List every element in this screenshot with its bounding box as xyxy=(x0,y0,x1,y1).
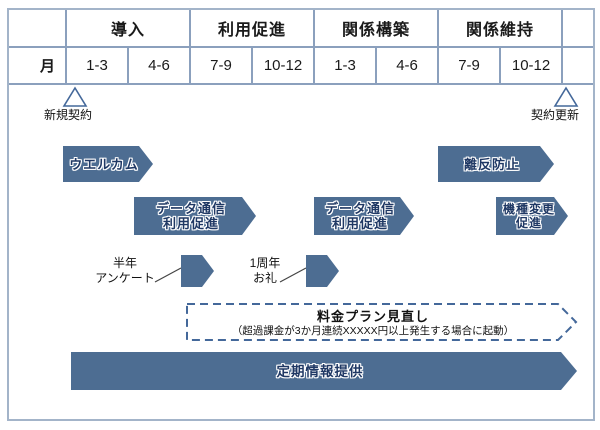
month-cell-1: 1-3 xyxy=(65,46,129,85)
diagram-frame: 導入 利用促進 関係構築 関係維持 月 1-3 4-6 7-9 10-12 1-… xyxy=(7,8,595,421)
price-plan-review-condition: （超過課金が3か月連続XXXXX円以上発生する場合に起動） xyxy=(231,325,515,337)
device-change-arrow-line1: 機種変更 xyxy=(502,202,555,216)
contract-renewal-label: 契約更新 xyxy=(530,108,579,122)
anniversary-label-line2: お礼 xyxy=(252,271,277,285)
phase-cell-build: 関係構築 xyxy=(313,10,440,48)
welcome-arrow: ウエルカム xyxy=(63,146,153,182)
churn-prevention-arrow-label: 離反防止 xyxy=(463,156,520,172)
data-promo-arrow-2: データ通信 利用促進 xyxy=(314,197,414,235)
corner-cell xyxy=(9,10,67,48)
anniversary-marker xyxy=(306,255,339,287)
month-cell-4: 10-12 xyxy=(251,46,316,85)
month-cell-3: 7-9 xyxy=(189,46,254,85)
month-cell-8: 10-12 xyxy=(499,46,564,85)
anniversary-label: 1周年 お礼 xyxy=(235,256,295,286)
anniversary-label-line1: 1周年 xyxy=(249,256,281,270)
device-change-arrow: 機種変更 促進 xyxy=(496,197,568,235)
half-year-survey-label-line2: アンケート xyxy=(95,271,155,285)
data-promo-arrow-1-line1: データ通信 xyxy=(155,201,226,216)
anniversary-callout-line xyxy=(279,267,307,283)
half-year-survey-marker xyxy=(181,255,214,287)
welcome-arrow-label: ウエルカム xyxy=(69,156,139,172)
half-year-survey-label: 半年 アンケート xyxy=(89,256,161,286)
half-year-survey-label-line1: 半年 xyxy=(112,256,137,270)
month-cell-empty xyxy=(561,46,594,85)
data-promo-arrow-2-line2: 利用促進 xyxy=(331,216,388,231)
price-plan-review-dashed-arrow: 料金プラン見直し （超過課金が3か月連続XXXXX円以上発生する場合に起動） xyxy=(186,302,578,342)
half-year-survey-callout-line xyxy=(154,267,182,283)
month-cell-5: 1-3 xyxy=(313,46,378,85)
phase-cell-intro: 導入 xyxy=(64,10,192,48)
price-plan-review-title: 料金プラン見直し xyxy=(316,309,429,324)
phase-cell-usage: 利用促進 xyxy=(189,10,316,48)
timeline-area: 新規契約 契約更新 ウエルカム 離反防止 データ通信 利用促進 データ通信 利用… xyxy=(9,85,593,417)
month-row-label: 月 xyxy=(9,46,67,85)
phase-month-table: 導入 利用促進 関係構築 関係維持 月 1-3 4-6 7-9 10-12 1-… xyxy=(9,10,594,85)
dashed-arrow-outline xyxy=(186,303,578,341)
month-cell-6: 4-6 xyxy=(375,46,440,85)
data-promo-arrow-2-line1: データ通信 xyxy=(324,201,395,216)
churn-prevention-arrow: 離反防止 xyxy=(438,146,554,182)
corner-cell-right xyxy=(561,10,594,48)
data-promo-arrow-1: データ通信 利用促進 xyxy=(134,197,256,235)
month-cell-2: 4-6 xyxy=(126,46,192,85)
data-promo-arrow-1-line2: 利用促進 xyxy=(162,216,219,231)
periodic-info-arrow-label: 定期情報提供 xyxy=(276,363,364,379)
periodic-info-arrow: 定期情報提供 xyxy=(71,352,577,390)
phase-cell-maintain: 関係維持 xyxy=(437,10,564,48)
month-row: 月 1-3 4-6 7-9 10-12 1-3 4-6 7-9 10-12 xyxy=(9,46,594,85)
device-change-arrow-line2: 促進 xyxy=(515,216,542,230)
phase-row: 導入 利用促進 関係構築 関係維持 xyxy=(9,10,594,48)
contract-renewal-triangle-icon xyxy=(553,86,579,107)
new-contract-triangle-icon xyxy=(62,86,88,107)
month-cell-7: 7-9 xyxy=(437,46,502,85)
new-contract-label: 新規契約 xyxy=(43,108,92,122)
